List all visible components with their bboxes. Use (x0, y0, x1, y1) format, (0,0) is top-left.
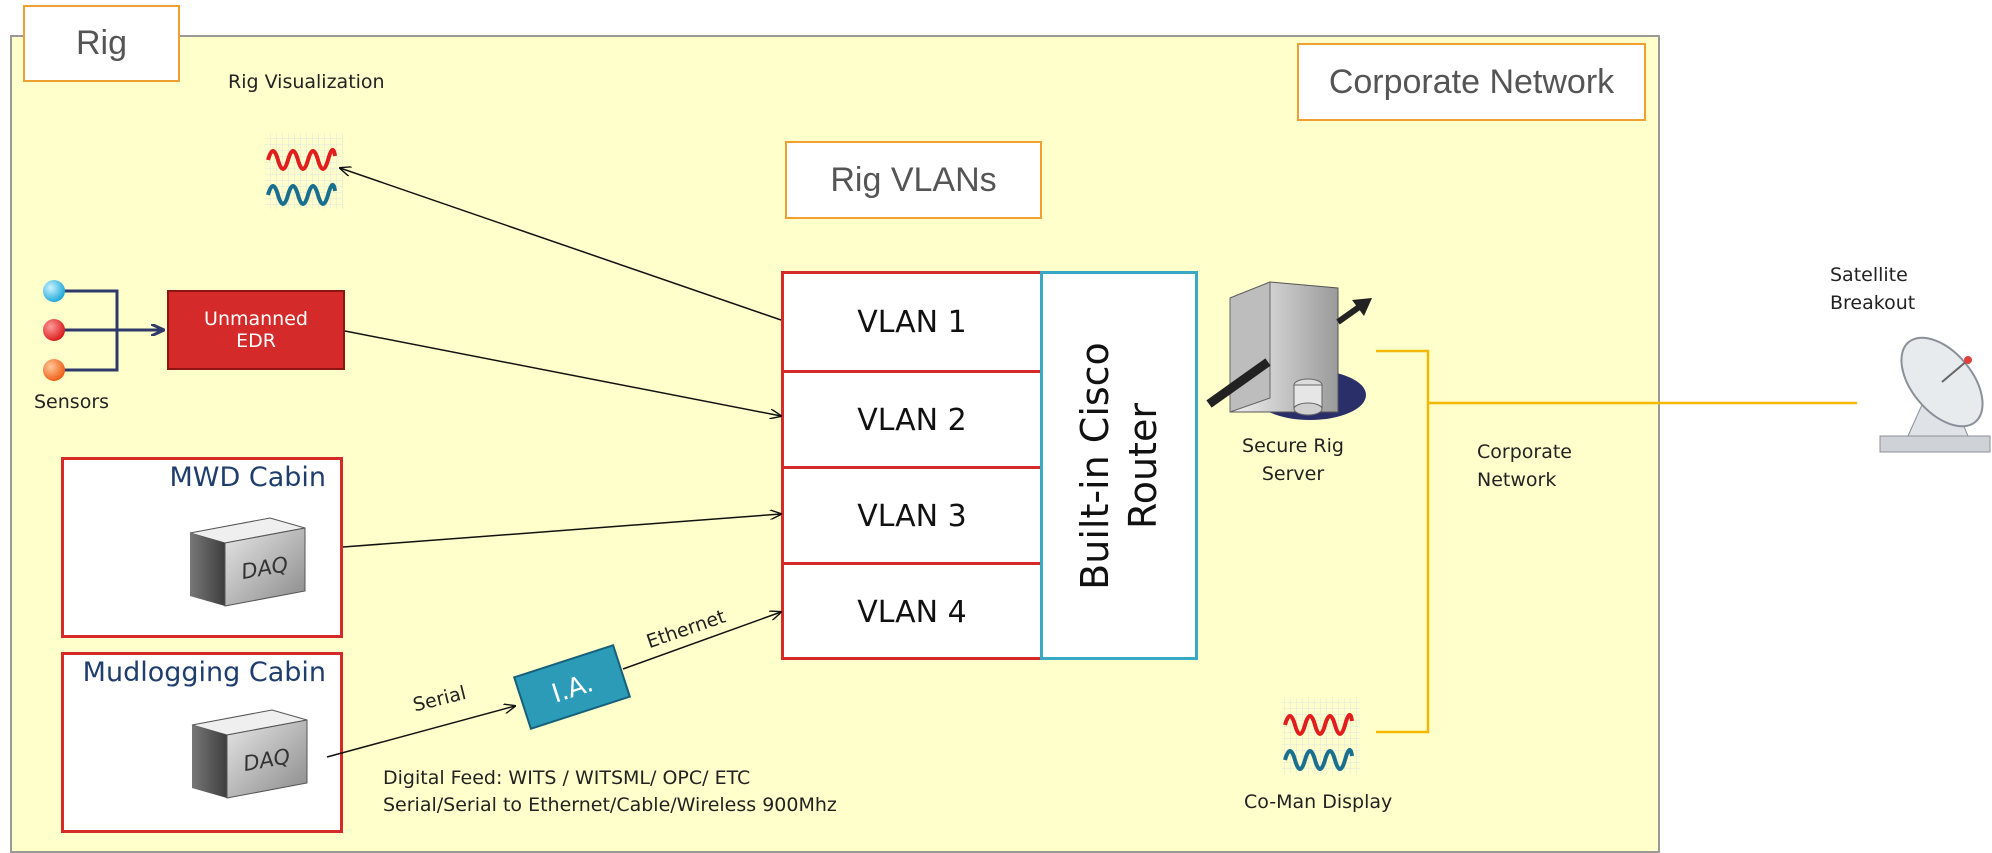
ia-to-vlan4-arrow (622, 612, 781, 670)
rig-label: Rig (23, 5, 180, 82)
corporate-network-label-text: Corporate Network (1328, 62, 1615, 101)
secure-rig-server-label: Secure Rig Server (1228, 432, 1358, 488)
vlan-stack: VLAN 1 VLAN 2 VLAN 3 VLAN 4 (781, 271, 1043, 660)
mwd-daq-box-icon: DAQ (189, 517, 306, 607)
vlan-4: VLAN 4 (784, 562, 1040, 659)
rig-vlans-label-text: Rig VLANs (830, 160, 997, 199)
unmanned-edr-box: Unmanned EDR (167, 290, 345, 370)
corporate-network-line1: Corporate (1477, 441, 1572, 463)
serial-label: Serial (411, 682, 468, 716)
cisco-router-box: Built-in Cisco Router (1040, 271, 1198, 660)
server-icon (1206, 281, 1372, 420)
co-man-display-waveform-icon (1282, 698, 1360, 774)
satellite-dish-icon (1879, 336, 1991, 453)
vlan-2: VLAN 2 (784, 370, 1040, 467)
rig-vlans-label: Rig VLANs (785, 141, 1042, 219)
vlan-1: VLAN 1 (857, 305, 967, 340)
rig-label-text: Rig (75, 24, 128, 62)
rig-visualization-label: Rig Visualization (228, 71, 385, 93)
vlan1-to-visualization-arrow (340, 168, 782, 321)
mudlogging-cabin-title: Mudlogging Cabin (82, 657, 326, 688)
secure-rig-server-line2: Server (1261, 463, 1325, 485)
satellite-line2: Breakout (1830, 292, 1916, 314)
secure-rig-server-line1: Secure Rig (1242, 435, 1344, 457)
vlan-3: VLAN 3 (784, 466, 1040, 563)
digital-feed-line2: Serial/Serial to Ethernet/Cable/Wireless… (383, 794, 837, 816)
edr-to-vlan2-arrow (344, 330, 781, 416)
mudlogging-daq-box-icon: DAQ (191, 709, 308, 799)
sensor-dot-icon (43, 359, 65, 381)
digital-feed-line1: Digital Feed: WITS / WITSML/ OPC/ ETC (383, 767, 751, 789)
ia-box: I.A. (512, 643, 632, 731)
corporate-network-text: Corporate Network (1477, 438, 1572, 494)
satellite-line1: Satellite (1830, 264, 1908, 286)
sensors-label: Sensors (34, 391, 110, 413)
corporate-network-links (1376, 349, 1857, 734)
sensor-dot-icon (43, 319, 65, 341)
satellite-breakout-label: Satellite Breakout (1830, 261, 1915, 317)
rig-visualization-waveform-icon (265, 133, 343, 209)
corporate-network-line2: Network (1477, 469, 1557, 491)
corporate-network-label: Corporate Network (1297, 43, 1646, 121)
mwd-cabin-title: MWD Cabin (169, 462, 326, 493)
mudlogging-to-ia-arrow (326, 706, 515, 758)
sensor-connector (57, 289, 163, 372)
mwd-to-vlan3-arrow (342, 514, 781, 548)
sensor-dot-icon (43, 280, 65, 302)
co-man-display-label: Co-Man Display (1244, 791, 1393, 813)
